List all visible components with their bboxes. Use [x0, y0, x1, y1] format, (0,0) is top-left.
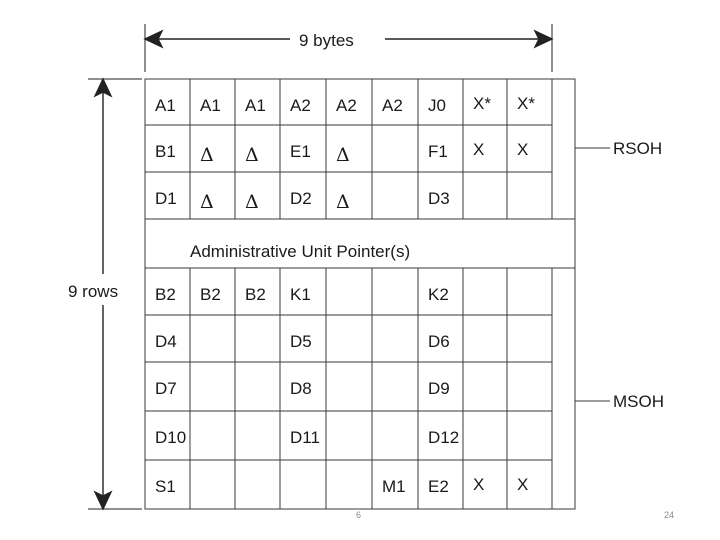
byte-cell: B1 — [155, 142, 176, 161]
byte-cell: Δ — [245, 144, 259, 166]
byte-cell: X — [473, 475, 485, 494]
byte-cell: D11 — [290, 428, 320, 447]
byte-cell: Δ — [336, 191, 350, 213]
byte-cell: X* — [517, 94, 535, 113]
arrowhead-up-icon — [93, 77, 113, 98]
byte-cell: D10 — [155, 428, 187, 447]
byte-cell: X — [517, 475, 529, 494]
width-label: 9 bytes — [299, 31, 354, 50]
byte-cell: A1 — [155, 96, 176, 115]
byte-cell: D3 — [428, 189, 450, 208]
footer-left-number: 6 — [356, 510, 362, 520]
byte-cell: B2 — [155, 285, 176, 304]
byte-cell: A1 — [245, 96, 266, 115]
height-arrow — [88, 77, 142, 511]
byte-cell: D5 — [290, 332, 312, 351]
height-label: 9 rows — [68, 282, 119, 301]
arrowhead-right-icon — [533, 29, 554, 49]
arrowhead-down-icon — [93, 490, 113, 511]
byte-cell: S1 — [155, 477, 176, 496]
footer-page-number: 24 — [664, 510, 675, 520]
byte-cell: D7 — [155, 379, 177, 398]
byte-cell: E1 — [290, 142, 311, 161]
byte-cell: K1 — [290, 285, 311, 304]
byte-cell: B2 — [245, 285, 266, 304]
byte-cell: D6 — [428, 332, 450, 351]
byte-cell: A2 — [336, 96, 357, 115]
byte-cell: Δ — [200, 144, 214, 166]
rsoh-block — [144, 78, 576, 220]
pointer-label: Administrative Unit Pointer(s) — [190, 242, 411, 261]
byte-cell: A2 — [382, 96, 403, 115]
byte-cell: X* — [473, 94, 491, 113]
byte-cell: K2 — [428, 285, 449, 304]
rsoh-label: RSOH — [613, 139, 663, 158]
byte-cell: J0 — [428, 96, 446, 115]
byte-cell: X — [517, 140, 529, 159]
arrowhead-left-icon — [143, 29, 164, 49]
byte-cell: Δ — [200, 191, 214, 213]
byte-cell: D1 — [155, 189, 177, 208]
msoh-block — [144, 267, 576, 510]
byte-cell: D9 — [428, 379, 450, 398]
byte-cell: D2 — [290, 189, 312, 208]
byte-cell: A2 — [290, 96, 311, 115]
byte-cell: Δ — [245, 191, 259, 213]
byte-cell: D4 — [155, 332, 177, 351]
byte-cell: D8 — [290, 379, 312, 398]
msoh-label: MSOH — [613, 392, 664, 411]
width-arrow — [143, 24, 554, 72]
byte-cell: X — [473, 140, 485, 159]
byte-cell: B2 — [200, 285, 221, 304]
byte-cell: F1 — [428, 142, 448, 161]
byte-cell: D12 — [428, 428, 460, 447]
byte-cell: E2 — [428, 477, 449, 496]
byte-cell: Δ — [336, 144, 350, 166]
byte-cell: A1 — [200, 96, 221, 115]
byte-cell: M1 — [382, 477, 406, 496]
